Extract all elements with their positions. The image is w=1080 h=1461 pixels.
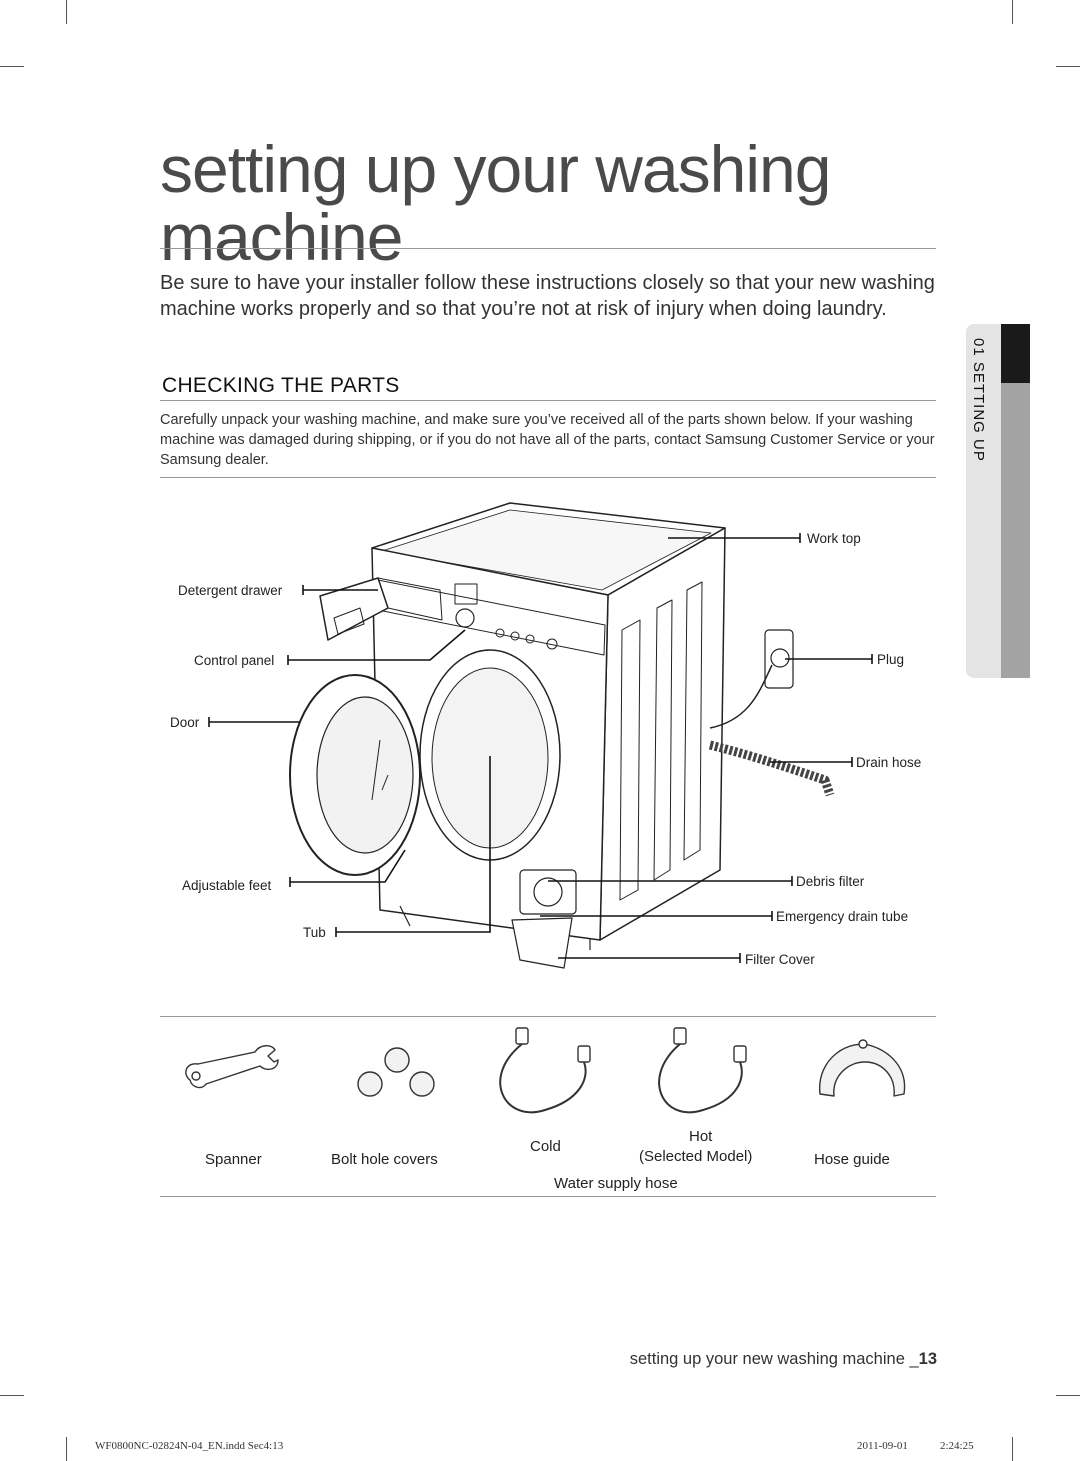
crop-mark [0,1395,24,1396]
page-footer: setting up your new washing machine _13 [630,1350,937,1369]
part-label-hot: Hot [689,1128,713,1145]
chapter-tab-marker [1001,324,1030,383]
page-number: 13 [918,1350,937,1368]
imprint-time: 2:24:25 [940,1440,974,1452]
parts-divider-bottom [160,1196,936,1197]
machine-side-panel [599,527,726,941]
label-plug: Plug [877,652,904,667]
bolt-cover-icon [409,1071,435,1097]
leader-control-panel [287,629,466,665]
crop-mark [66,1437,67,1461]
footer-text: setting up your new washing machine _ [629,1350,919,1368]
program-dial-icon [455,608,475,628]
leader-work-top [668,533,801,543]
chapter-tab-label: 01 SETTING UP [970,338,987,462]
leader-filter-cover [558,953,741,963]
imprint-date: 2011-09-01 [857,1440,908,1452]
leader-tub [335,756,491,937]
leader-adjustable-feet [289,849,406,887]
parts-illustrations [185,1027,906,1114]
crop-mark [66,0,67,24]
drain-hose [708,740,835,797]
label-control-panel: Control panel [194,653,274,668]
label-emergency-drain-tube: Emergency drain tube [776,909,908,924]
label-debris-filter: Debris filter [796,874,865,889]
label-drain-hose: Drain hose [856,755,921,770]
bolt-cover-icon [357,1071,383,1097]
page-title: setting up your washing machine [160,132,831,274]
control-display [454,583,478,605]
label-tub: Tub [303,925,326,940]
leader-plug [785,654,873,664]
label-door: Door [170,715,200,730]
part-label-selected-model: (Selected Model) [639,1148,753,1165]
part-label-bolt-hole-covers: Bolt hole covers [331,1151,438,1168]
intro-paragraph: Be sure to have your installer follow th… [160,272,935,320]
title-divider [160,248,936,249]
section-divider-bottom [160,477,936,478]
crop-mark [0,66,24,67]
label-work-top: Work top [807,531,861,546]
crop-mark [1056,66,1080,67]
imprint-file: WF0800NC-02824N-04_EN.indd Sec4:13 [95,1440,284,1452]
crop-mark [1056,1395,1080,1396]
leader-drain-hose [770,757,853,767]
washing-machine-diagram: Work top Detergent drawer Control panel … [170,502,921,969]
section-text: Carefully unpack your washing machine, a… [160,412,935,468]
chapter-tab-bar [1001,383,1030,678]
chapter-tab [966,324,1001,678]
parts-divider-top [160,1016,936,1017]
section-divider [160,400,936,401]
spanner-icon [185,1045,279,1089]
label-detergent-drawer: Detergent drawer [178,583,283,598]
part-label-cold: Cold [530,1138,561,1155]
cold-hose-icon [499,1027,591,1114]
part-label-water-supply-hose: Water supply hose [554,1175,678,1192]
leader-detergent-drawer [302,585,378,595]
leader-emergency-drain-tube [540,911,773,921]
hose-guide-icon [819,1043,906,1097]
label-adjustable-feet: Adjustable feet [182,878,272,893]
debris-filter [519,869,577,915]
leader-debris-filter [548,876,793,886]
leader-door [208,717,300,727]
label-filter-cover: Filter Cover [745,952,815,967]
crop-mark [1012,1437,1013,1461]
crop-mark [1012,0,1013,24]
filter-cover [511,917,573,969]
part-label-hose-guide: Hose guide [814,1151,890,1168]
part-label-spanner: Spanner [205,1151,262,1168]
section-heading: CHECKING THE PARTS [162,374,400,397]
bolt-cover-icon [384,1047,410,1073]
hot-hose-icon [658,1027,747,1114]
